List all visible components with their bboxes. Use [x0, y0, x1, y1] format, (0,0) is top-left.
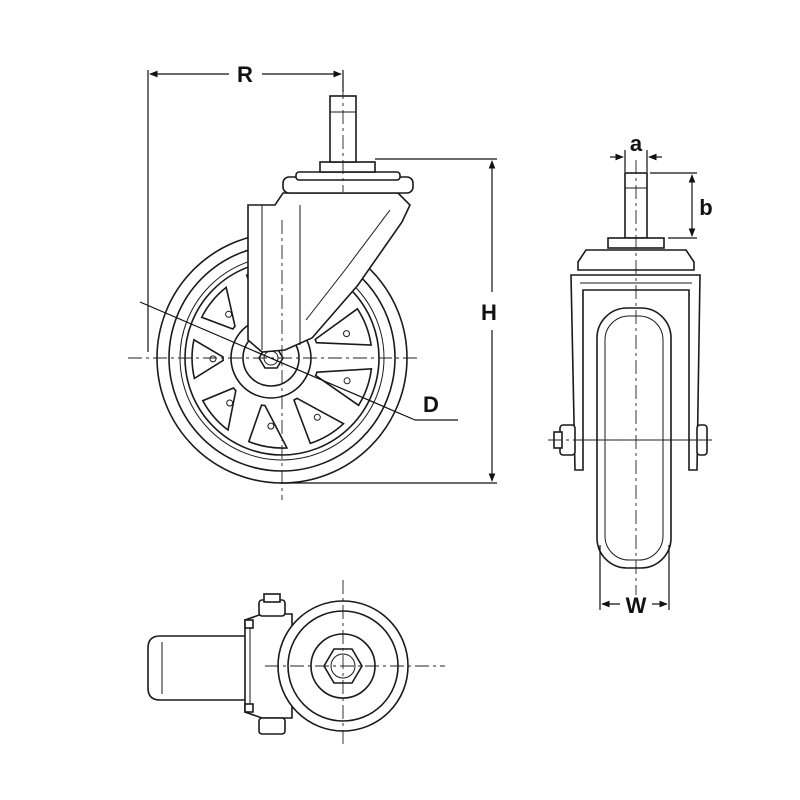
- spoke-window: [191, 338, 224, 380]
- label-R: R: [237, 62, 253, 87]
- spoke-window: [247, 404, 289, 449]
- spoke-recess: [267, 422, 275, 430]
- front-view: [128, 85, 420, 500]
- spoke-recess: [343, 377, 351, 385]
- label-H: H: [481, 300, 497, 325]
- spoke-window: [201, 387, 237, 432]
- top-wheel: [147, 635, 251, 701]
- side-view: [548, 160, 714, 595]
- label-b: b: [699, 195, 712, 220]
- side-fork: [570, 274, 701, 471]
- dimension-H: H: [280, 158, 497, 484]
- caster-fork: [247, 192, 411, 353]
- dimension-b: b: [650, 172, 713, 239]
- spoke-window: [314, 367, 373, 407]
- spoke-window: [200, 285, 236, 330]
- label-D: D: [423, 392, 439, 417]
- top-view: [147, 580, 445, 748]
- spoke-recess: [209, 355, 217, 363]
- side-wheel: [596, 307, 672, 569]
- dimension-a: a: [610, 131, 662, 172]
- spoke-recess: [343, 330, 350, 338]
- spoke-recess: [225, 310, 233, 318]
- dimension-W: W: [599, 545, 670, 618]
- dimension-D: D: [139, 301, 458, 421]
- spoke-recess: [226, 399, 234, 407]
- spoke-window: [314, 307, 373, 346]
- spoke-window: [293, 397, 345, 445]
- label-W: W: [626, 593, 647, 618]
- top-nut-lower: [258, 717, 286, 735]
- label-a: a: [630, 131, 643, 156]
- spoke-recess: [313, 413, 321, 421]
